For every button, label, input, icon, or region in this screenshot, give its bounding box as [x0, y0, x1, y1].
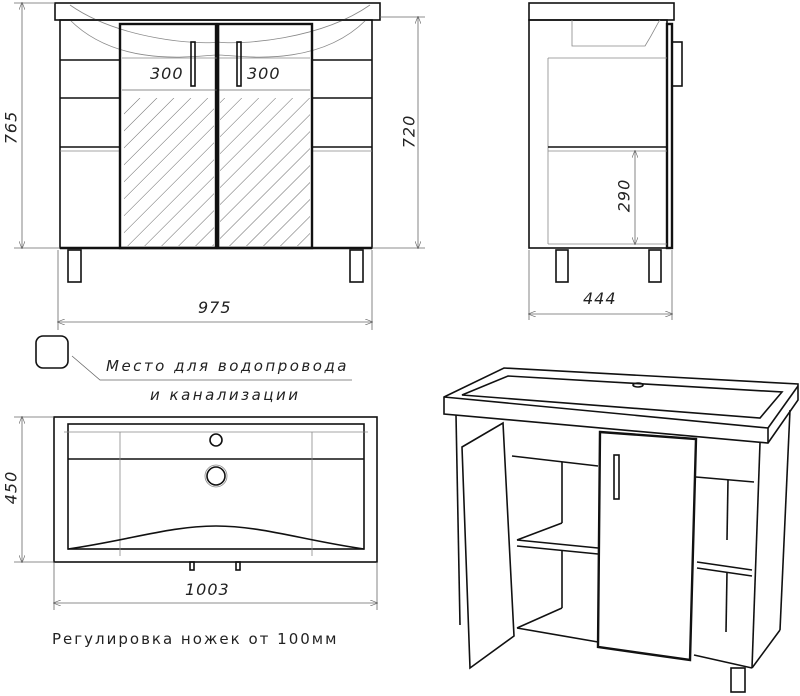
hatch-right — [220, 98, 310, 246]
dim-front-width: 975 — [198, 298, 232, 317]
leg-icon — [648, 249, 662, 283]
leg-icon — [555, 249, 569, 283]
legend-line-1: Место для водопровода — [106, 357, 350, 375]
dim-door-left: 300 — [150, 64, 184, 83]
dim-shelf-height: 290 — [614, 178, 634, 213]
dim-overall-height: 765 — [1, 110, 21, 145]
right-handle-icon — [236, 41, 242, 87]
faucet-hole-icon — [209, 433, 223, 447]
front-view — [14, 2, 425, 330]
dim-top-depth: 450 — [1, 470, 21, 505]
hatch-left — [124, 98, 214, 246]
closed-door — [596, 430, 698, 662]
footnote-leg-adjust: Регулировка ножек от 100мм — [52, 630, 339, 648]
dim-cabinet-height: 720 — [399, 114, 419, 149]
drain-hole-icon — [206, 466, 226, 486]
leg-icon — [67, 249, 82, 283]
left-handle-icon — [190, 41, 196, 87]
dim-door-right: 300 — [247, 64, 281, 83]
open-door — [461, 421, 515, 670]
side-handle-icon — [671, 41, 683, 87]
leg-icon — [349, 249, 364, 283]
leg-icon — [730, 667, 746, 693]
legend — [35, 335, 352, 381]
top-view — [14, 416, 378, 610]
dim-side-depth: 444 — [583, 289, 617, 308]
left-door — [118, 22, 218, 250]
side-view — [528, 2, 683, 320]
pipe-zone-symbol-icon — [35, 335, 69, 369]
dim-top-width: 1003 — [185, 580, 230, 599]
isometric-view — [443, 367, 799, 693]
iso-handle-icon — [613, 454, 620, 500]
legend-line-2: и канализации — [150, 386, 301, 404]
